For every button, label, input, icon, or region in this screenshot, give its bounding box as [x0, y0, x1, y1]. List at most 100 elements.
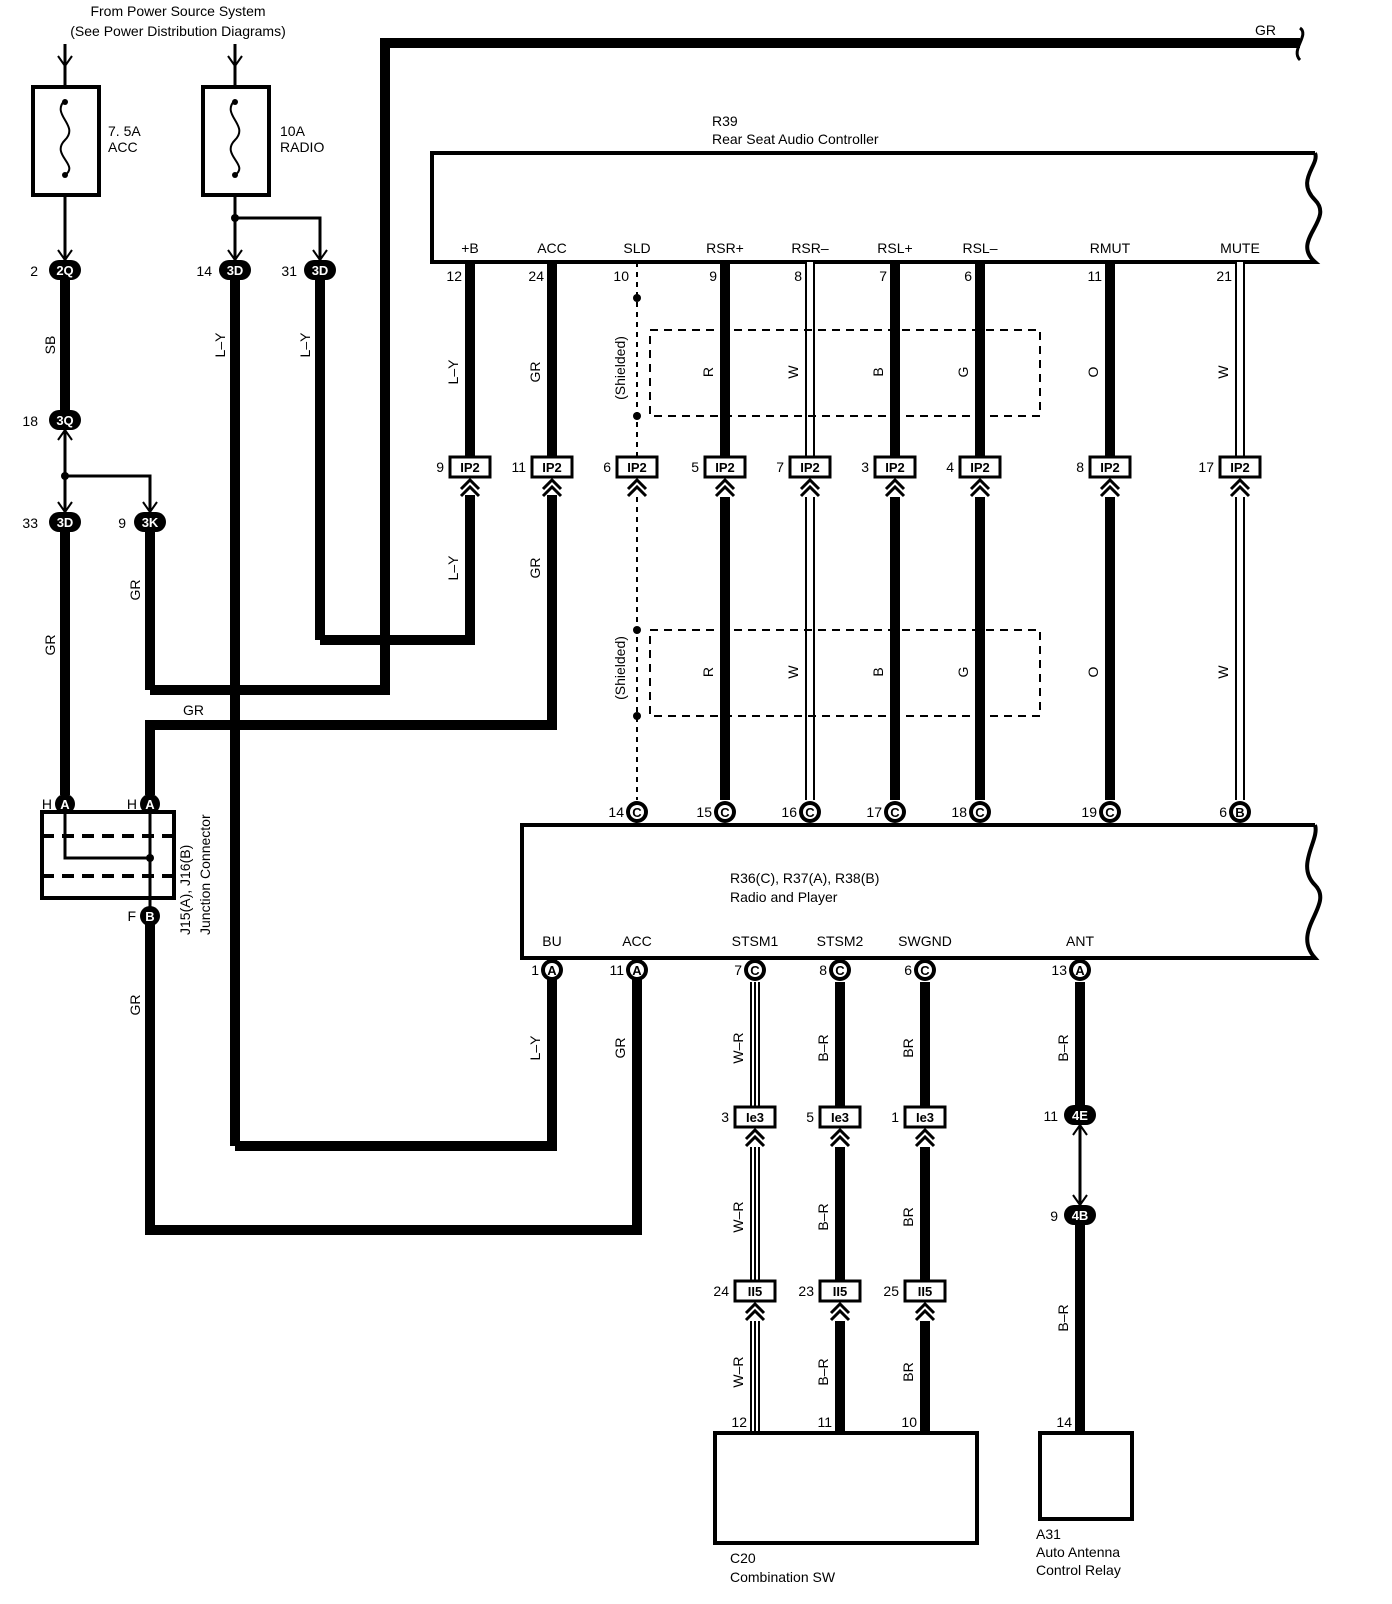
svg-text:3D: 3D — [312, 263, 329, 278]
header-line1: From Power Source System — [90, 3, 265, 19]
radio-top-connector: C17 — [866, 801, 906, 823]
connector-pin: 4 — [946, 459, 954, 475]
connector-2q: 2Q 2 — [30, 249, 81, 280]
wire-label: R — [700, 667, 716, 677]
connector-face — [630, 963, 644, 977]
c20-pin: 11 — [817, 1414, 832, 1430]
connector-code: C — [920, 963, 930, 978]
svg-text:B: B — [145, 909, 154, 924]
connector-code: Ie3 — [916, 1110, 934, 1125]
junction-connector: A H A H B F J15(A), J16(B) Junction Conn… — [40, 794, 213, 935]
connector-code: 4B — [1072, 1208, 1089, 1223]
r39-terminal-label: RMUT — [1090, 240, 1131, 256]
svg-text:3K: 3K — [142, 515, 159, 530]
chevron-icon — [829, 1127, 851, 1141]
wire-label: BR — [900, 1038, 916, 1057]
wire-label: B–R — [815, 1034, 831, 1061]
wire-label: GR — [612, 1038, 628, 1059]
r39-terminal-label: RSL+ — [877, 240, 912, 256]
wire-label: (Shielded) — [612, 336, 628, 400]
connector-pin: 19 — [1081, 804, 1097, 820]
connector-code: II5 — [918, 1284, 932, 1299]
connector-face — [1073, 963, 1087, 977]
chevron-icon — [829, 1301, 851, 1315]
r39-terminal-pin: 7 — [879, 268, 887, 284]
svg-text:A: A — [145, 797, 155, 812]
ie3-connector: Ie3 5 — [806, 1105, 862, 1148]
radio-bottom-columns: BUA1L–YACCA11GRSTSM1C7W–RSTSM2C8B–RSWGND… — [527, 933, 1096, 1454]
connector-pin: 11 — [1043, 1108, 1058, 1124]
connector-face — [1233, 805, 1247, 819]
connector-body — [818, 1105, 862, 1129]
r39-code: R39 — [712, 113, 738, 129]
chevron-icon — [914, 1127, 936, 1141]
r39-terminal-pin: 9 — [709, 268, 717, 284]
connector-3k: 3K 9 — [118, 501, 166, 532]
c20-pin: 12 — [731, 1414, 747, 1430]
chevron-icon — [884, 484, 906, 498]
radio-top-connector: C14 — [608, 801, 648, 823]
chevron-icon — [914, 1301, 936, 1315]
connector-face — [545, 963, 559, 977]
chevron-icon — [1229, 477, 1251, 491]
shield-dot — [633, 294, 641, 302]
connector-face — [833, 963, 847, 977]
connector-code: C — [835, 963, 845, 978]
wire-label: L–Y — [445, 359, 461, 385]
chevron-icon — [626, 484, 648, 498]
connector-code: C — [720, 805, 730, 820]
connector-pin: 17 — [1198, 459, 1214, 475]
r39-terminal-pin: 8 — [794, 268, 802, 284]
radio-name: Radio and Player — [730, 889, 838, 905]
auto-antenna-relay: A31 Auto Antenna Control Relay — [1036, 1431, 1134, 1578]
wire-label: W — [785, 665, 801, 679]
connector-pin: 5 — [806, 1109, 814, 1125]
chevron-icon — [1099, 477, 1121, 491]
connector-body — [788, 455, 832, 479]
wire-label: W–R — [730, 1201, 746, 1232]
wire-label: G — [955, 667, 971, 678]
radio-and-player: R36(C), R37(A), R38(B) Radio and Player — [520, 823, 1323, 960]
connector-code: IP2 — [1100, 460, 1120, 475]
fuse-acc-name: ACC — [108, 139, 138, 155]
wire-label: B — [870, 367, 886, 376]
r39-terminal-pin: 24 — [528, 268, 544, 284]
wire-label: W — [785, 365, 801, 379]
connector-pin: 5 — [691, 459, 699, 475]
fuse-radio: 10A RADIO — [201, 44, 324, 197]
wire-break — [1295, 26, 1305, 62]
chevron-icon — [829, 1308, 851, 1322]
chevron-icon — [626, 477, 648, 491]
connector-code: Ie3 — [831, 1110, 849, 1125]
radio-top-connector: C16 — [781, 801, 821, 823]
wire-sb: SB — [42, 336, 58, 355]
a31-name2: Control Relay — [1036, 1562, 1121, 1578]
radio-bottom-connector: C7 — [734, 959, 766, 981]
connector-body — [733, 1105, 777, 1129]
connector-code: IP2 — [885, 460, 905, 475]
chevron-icon — [914, 1308, 936, 1322]
r39-controller: R39 Rear Seat Audio Controller — [430, 113, 1323, 264]
chevron-icon — [1099, 484, 1121, 498]
svg-text:18: 18 — [22, 413, 38, 429]
c20-code: C20 — [730, 1550, 756, 1566]
chevron-icon — [541, 484, 563, 498]
connector-face — [973, 805, 987, 819]
r39-terminal-label: +B — [461, 240, 479, 256]
wire-label: B — [870, 667, 886, 676]
a31-code: A31 — [1036, 1526, 1061, 1542]
